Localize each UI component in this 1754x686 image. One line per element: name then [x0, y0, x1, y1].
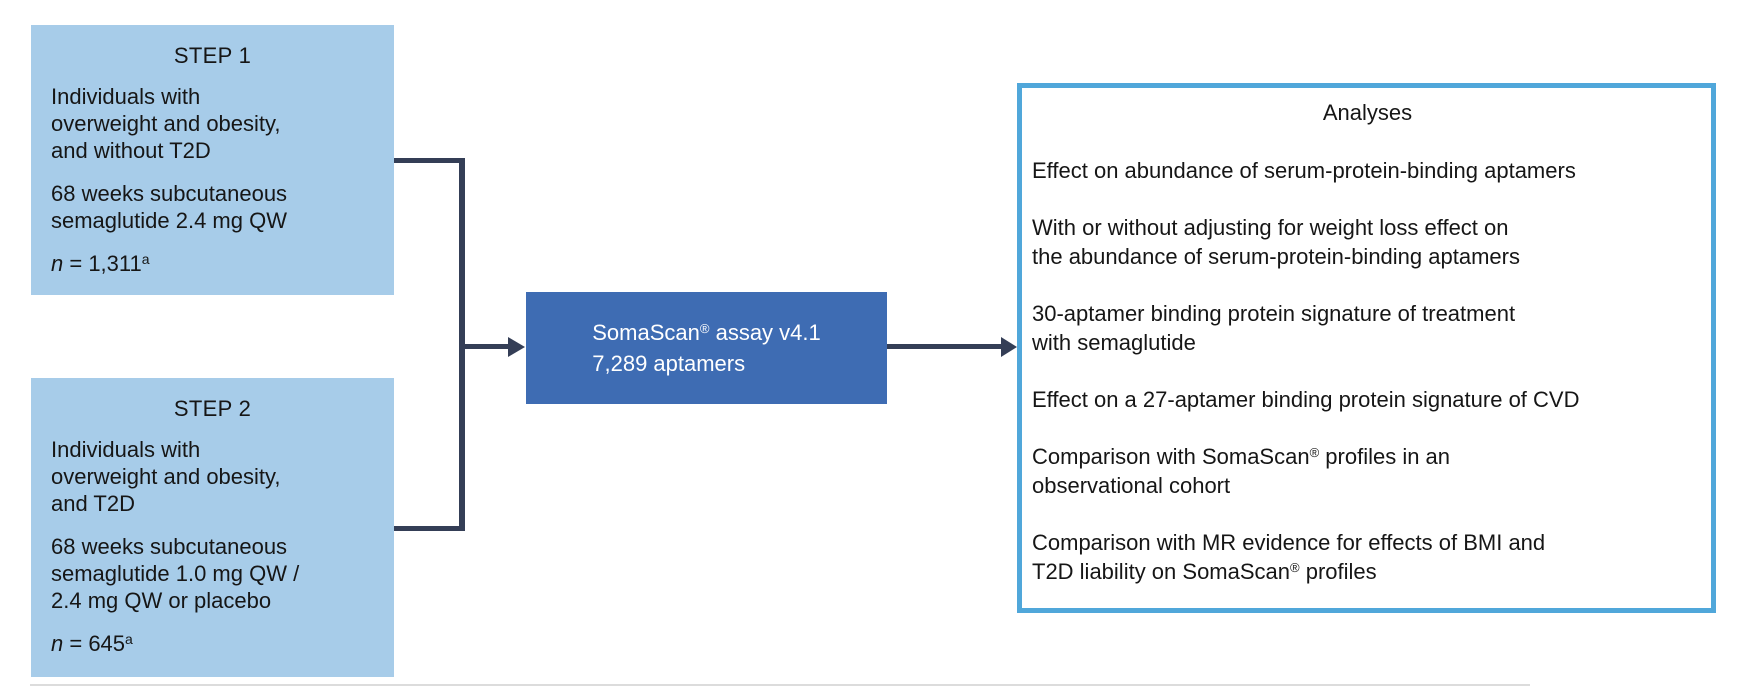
- text-line: with semaglutide: [1032, 330, 1196, 355]
- text-segment: profiles in an: [1319, 444, 1451, 469]
- step2-box: STEP 2 Individuals with overweight and o…: [31, 378, 394, 677]
- somascan-assay-text: SomaScan® assay v4.1 7,289 aptamers: [592, 317, 821, 379]
- text-line: semaglutide 2.4 mg QW: [51, 208, 287, 233]
- analysis-item-2: With or without adjusting for weight los…: [1032, 213, 1703, 271]
- text-segment: Comparison with SomaScan: [1032, 444, 1310, 469]
- text-line: Comparison with SomaScan® profiles in an: [1032, 442, 1703, 471]
- step2-population-text: Individuals with overweight and obesity,…: [51, 436, 374, 517]
- n-value: = 645: [63, 631, 126, 656]
- footnote-superscript-a: a: [141, 251, 150, 267]
- text-line: 68 weeks subcutaneous: [51, 181, 288, 206]
- text-line: Effect on abundance of serum-protein-bin…: [1032, 158, 1576, 183]
- text-line: 68 weeks subcutaneous: [51, 534, 288, 559]
- analyses-box: Analyses Effect on abundance of serum-pr…: [1017, 83, 1716, 613]
- arrow-to-analyses-head-icon: [1001, 337, 1017, 357]
- n-symbol: n: [51, 631, 64, 656]
- text-line: Individuals with: [51, 84, 201, 109]
- text-line: observational cohort: [1032, 473, 1231, 498]
- step1-title: STEP 1: [173, 43, 252, 68]
- registered-trademark-symbol: ®: [1290, 560, 1300, 575]
- analysis-item-5: Comparison with SomaScan® profiles in an…: [1032, 442, 1703, 500]
- text-line: Effect on a 27-aptamer binding protein s…: [1032, 387, 1580, 412]
- step1-box: STEP 1 Individuals with overweight and o…: [31, 25, 394, 295]
- footnote-superscript-a: a: [125, 631, 133, 647]
- text-line: semaglutide 1.0 mg QW /: [51, 561, 300, 586]
- step1-connector-line: [394, 158, 465, 163]
- text-line: Comparison with MR evidence for effects …: [1032, 530, 1546, 555]
- n-value: = 1,311: [63, 251, 142, 276]
- somascan-assay-box: SomaScan® assay v4.1 7,289 aptamers: [526, 292, 887, 404]
- step2-treatment-text: 68 weeks subcutaneous semaglutide 1.0 mg…: [51, 533, 374, 614]
- arrow-to-assay-shaft: [462, 344, 508, 349]
- text-line: Individuals with: [51, 437, 201, 462]
- text-line: and T2D: [51, 491, 135, 516]
- analyses-title: Analyses: [1322, 100, 1413, 125]
- text-line: the abundance of serum-protein-binding a…: [1032, 244, 1520, 269]
- text-segment: T2D liability on SomaScan: [1032, 559, 1291, 584]
- assay-name: SomaScan: [592, 320, 700, 345]
- text-line: overweight and obesity,: [51, 111, 281, 136]
- assay-version: assay v4.1: [709, 320, 821, 345]
- step1-population-text: Individuals with overweight and obesity,…: [51, 83, 374, 164]
- text-line: With or without adjusting for weight los…: [1032, 215, 1509, 240]
- arrow-to-assay-head-icon: [508, 337, 525, 357]
- aptamer-count-line: 7,289 aptamers: [592, 351, 746, 376]
- step1-sample-size: n = 1,311a: [51, 250, 374, 277]
- text-segment: profiles: [1299, 559, 1377, 584]
- step2-connector-line: [394, 526, 465, 531]
- arrow-to-analyses-shaft: [887, 344, 1001, 349]
- assay-name-line: SomaScan® assay v4.1: [592, 317, 821, 348]
- n-symbol: n: [51, 251, 64, 276]
- text-line: 30-aptamer binding protein signature of …: [1032, 301, 1516, 326]
- analysis-item-1: Effect on abundance of serum-protein-bin…: [1032, 156, 1703, 185]
- registered-trademark-symbol: ®: [699, 321, 710, 336]
- text-line: T2D liability on SomaScan® profiles: [1032, 557, 1703, 586]
- step1-treatment-text: 68 weeks subcutaneous semaglutide 2.4 mg…: [51, 180, 374, 234]
- text-line: 2.4 mg QW or placebo: [51, 588, 272, 613]
- registered-trademark-symbol: ®: [1309, 445, 1320, 460]
- bottom-crop-artifact-line: [30, 684, 1530, 686]
- analysis-item-4: Effect on a 27-aptamer binding protein s…: [1032, 385, 1703, 414]
- analysis-item-3: 30-aptamer binding protein signature of …: [1032, 299, 1703, 357]
- text-line: and without T2D: [51, 138, 211, 163]
- step2-title: STEP 2: [173, 396, 252, 421]
- step2-sample-size: n = 645a: [51, 630, 374, 657]
- analysis-item-6: Comparison with MR evidence for effects …: [1032, 528, 1703, 586]
- text-line: overweight and obesity,: [51, 464, 281, 489]
